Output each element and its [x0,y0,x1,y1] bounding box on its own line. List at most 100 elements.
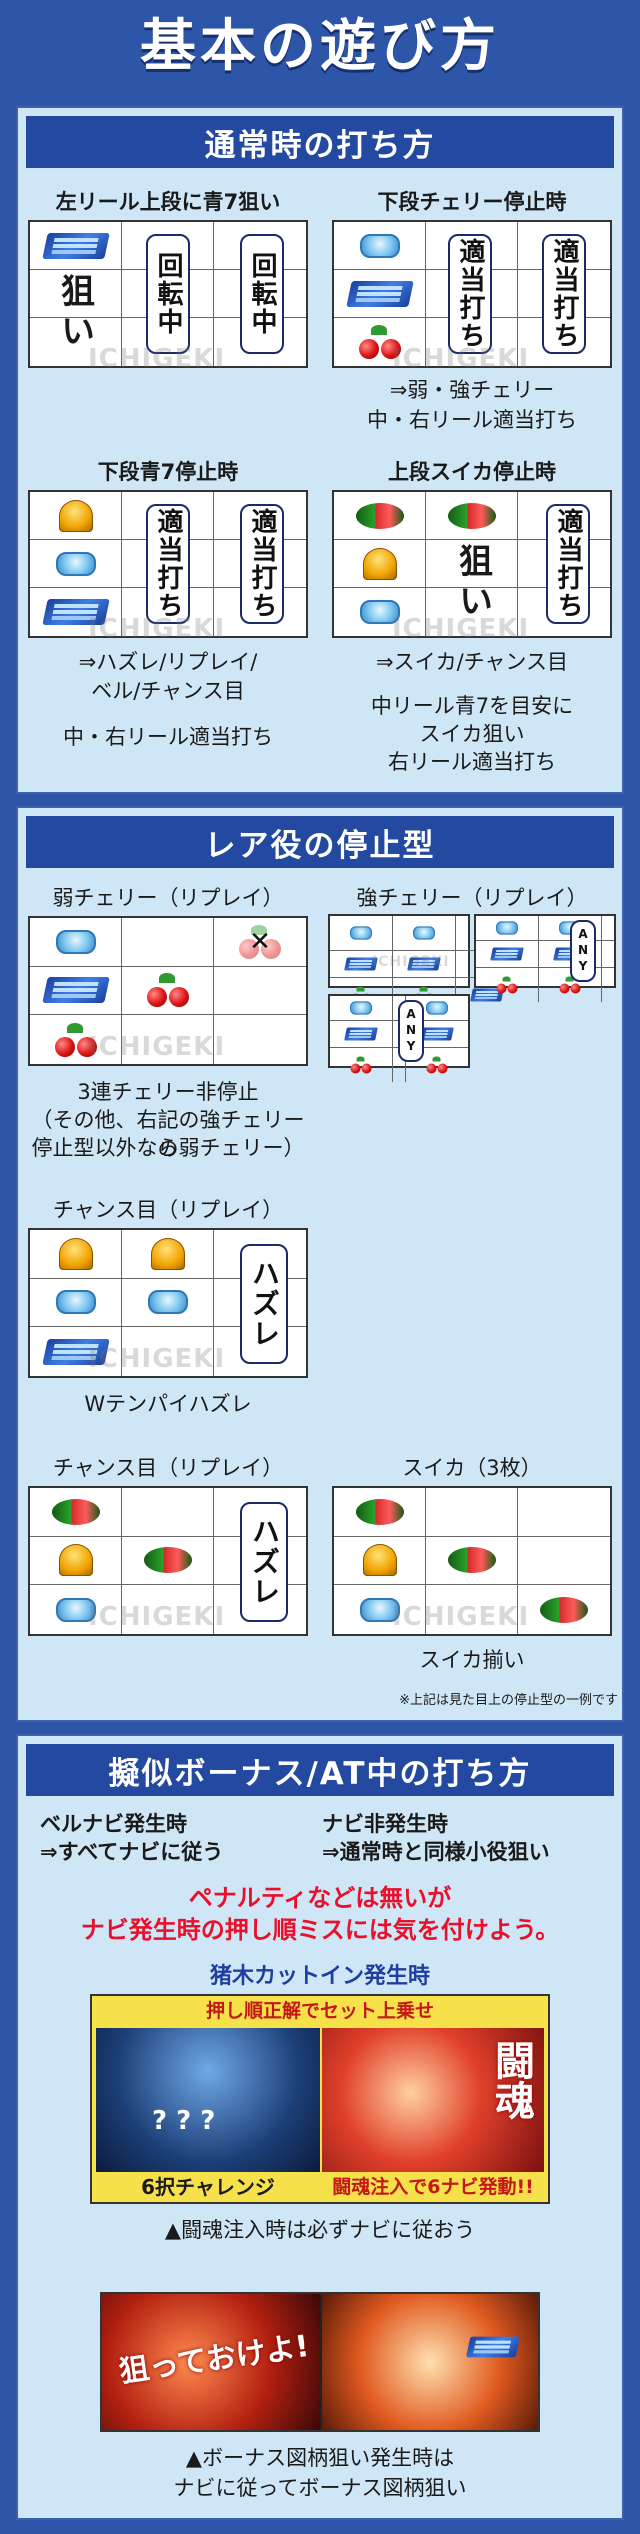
reel-cell [214,967,306,1016]
reel-cell [406,1048,468,1082]
bell-icon [58,1237,93,1270]
bonus-aim-caption: ナビに従ってボーナス図柄狙い [173,2476,467,2500]
bell-icon [362,547,397,580]
screen-kanji: 闘魂 [488,2040,534,2120]
cutin-title: 猪木カットイン発生時 [209,1964,430,1989]
melon-caption: スイカ揃い [419,1648,525,1672]
replay-icon [55,929,96,954]
reel-grid-melon [332,1486,612,1636]
random-press-text: 適当打ち [247,508,277,620]
random-press-box: 適当打ち [448,234,492,354]
watermelon-icon [447,502,496,529]
miss-box: ハズレ [240,1244,288,1364]
reel-cell [426,1536,518,1586]
reel-cell [393,916,456,951]
reel-cell [30,318,122,366]
reel-cell [330,996,393,1021]
reel-cell: ✕ [214,918,306,967]
section-title: 通常時の打ち方 [26,116,614,168]
reel-cell [30,1015,122,1064]
lower-seven-caption: 中・右リール適当打ち [63,725,273,749]
aim-text: 狙い [54,273,95,353]
warning-text: ナビ発生時の押し順ミスには気を付けよう。 [80,1916,560,1944]
lower-cherry-caption: 中・右リール適当打ち [367,408,577,432]
replay-icon [413,926,435,940]
chance2-label: チャンス目（リプレイ） [52,1456,284,1480]
screen-banner: 押し順正解でセット上乗せ [92,1996,548,2026]
miss-box: ハズレ [240,1502,288,1622]
reel-cell [122,966,214,1016]
bell-navi-text: ベルナビ発生時 [40,1812,187,1836]
section-title: 擬似ボーナス/AT中の打ち方 [26,1744,614,1796]
reel-cell [426,1585,518,1634]
melon-label: スイカ（3枚） [402,1456,542,1480]
blue-seven-icon [41,232,110,259]
reel-cell [334,540,426,588]
lower-seven-caption: ベル/チャンス目 [91,679,245,703]
cutin-caption: ▲闘魂注入時は必ずナビに従おう [164,2218,476,2242]
cutin-screenshot: 押し順正解でセット上乗せ ? ? ? 闘魂 6択チャレンジ 闘魂注入で6ナビ発動… [90,1994,550,2204]
question-icon: ? ? ? [152,2106,216,2136]
cherry-icon [350,1056,373,1074]
reel-cell [334,1488,426,1537]
miss-text: ハズレ [248,1517,281,1607]
watermark: ICHIGEKI [392,344,530,374]
reel-cell [122,1230,214,1279]
cherry-icon [145,973,191,1008]
replay-icon [55,1290,96,1315]
random-press-box: 適当打ち [542,234,586,354]
reel-cell [214,1015,306,1064]
random-press-box: 適当打ち [240,504,284,624]
cherry-icon [357,325,403,359]
reel-cell [122,1585,214,1634]
reel-cell [426,588,518,636]
replay-icon [359,1597,400,1622]
reel-cell [334,270,426,318]
bell-icon [58,499,93,532]
watermelon-icon [540,1596,588,1623]
screen-right-caption: 闘魂注入で6ナビ発動!! [322,2172,544,2202]
reel-cell [330,951,393,978]
bonus-aim-caption: ▲ボーナス図柄狙い発生時は [185,2446,455,2470]
replay-icon [359,233,400,258]
random-press-text: 適当打ち [153,508,183,620]
upper-melon-caption: 右リール適当打ち [388,750,556,774]
watermark: ICHIGEKI [88,1344,226,1374]
reel-cell [330,1021,393,1048]
cherry-icon [426,1056,449,1074]
lower-seven-label: 下段青7停止時 [97,460,239,484]
reel-cell [30,966,122,1016]
replay-icon [55,551,96,576]
spinning-text: 回転中 [153,252,183,336]
watermark: ICHIGEKI [88,1602,226,1632]
upper-melon-caption: ⇒スイカ/チャンス目 [375,650,569,674]
reel-grid-weak-cherry: ✕ [28,916,308,1066]
no-navi-text: ナビ非発生時 [322,1812,448,1836]
reel-cell [30,918,122,967]
blue-seven-icon [490,947,524,961]
strong-cherry-label: 強チェリー（リプレイ） [356,886,588,910]
reel-cell [30,1278,122,1328]
watermark: ICHIGEKI [88,1032,226,1062]
random-press-box: 適当打ち [546,504,590,624]
bell-navi-text: ⇒すべてナビに従う [40,1840,224,1864]
upper-melon-caption: スイカ狙い [419,722,525,746]
reel-cell [30,1327,122,1376]
replay-icon [350,926,372,940]
reel-cell [30,492,122,540]
any-box: ANY [570,920,596,982]
reel-cell [122,918,214,967]
watermelon-icon [143,1547,192,1574]
section-title: レア役の停止型 [26,816,614,868]
warning-text: ペナルティなどは無いが [188,1884,452,1912]
reel-cell [30,1585,122,1634]
replay-icon [426,1001,448,1015]
reel-cell [122,588,214,636]
bonus-section: 擬似ボーナス/AT中の打ち方 ベルナビ発生時 ⇒すべてナビに従う ナビ非発生時 … [16,1734,624,2520]
reel-cell [539,968,602,1002]
reel-cell [518,1585,610,1634]
bell-icon [58,1544,93,1577]
reel-cell [30,1488,122,1537]
any-text: ANY [404,1007,418,1055]
blue-seven-icon [420,1027,454,1041]
